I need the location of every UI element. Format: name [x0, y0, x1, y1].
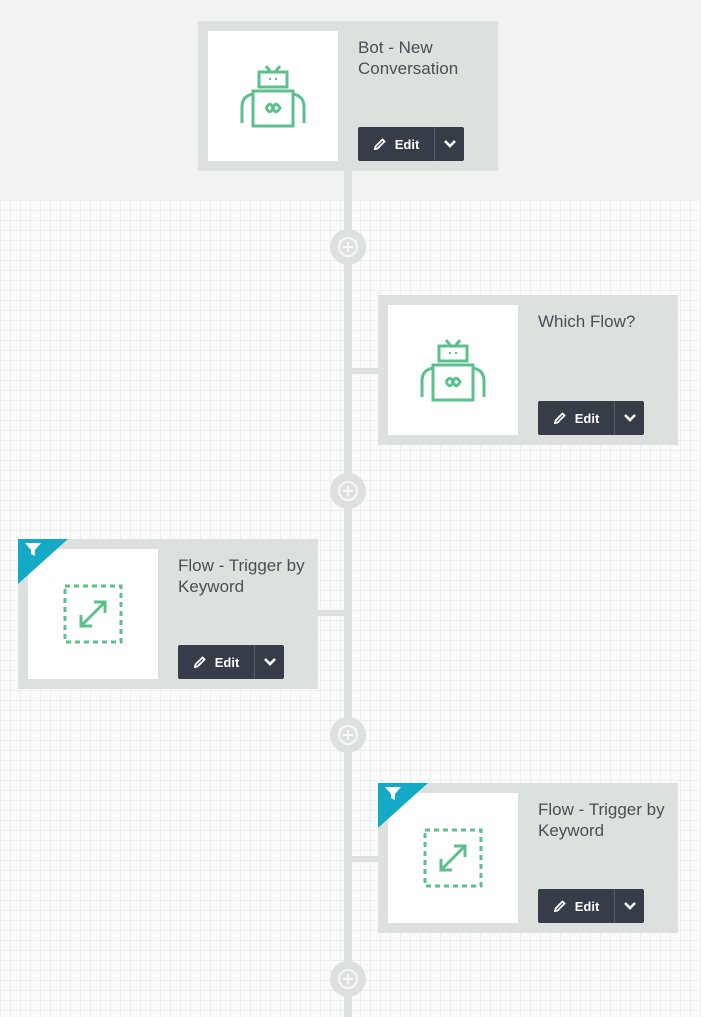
filter-icon	[385, 787, 401, 800]
edit-button[interactable]: Edit	[178, 645, 254, 679]
edit-button[interactable]: Edit	[358, 127, 434, 161]
edit-label: Edit	[214, 654, 240, 670]
edit-button[interactable]: Edit	[538, 889, 614, 923]
card-title: Flow - Trigger by Keyword	[538, 800, 665, 840]
more-options-button[interactable]	[614, 889, 644, 923]
more-options-button[interactable]	[254, 645, 284, 679]
edit-label: Edit	[574, 898, 600, 914]
card-title: Bot - New Conversation	[358, 38, 459, 78]
pencil-icon	[553, 900, 566, 913]
robot-icon	[240, 65, 306, 128]
plus-icon	[338, 237, 358, 257]
pencil-icon	[193, 656, 206, 669]
filter-badge	[18, 539, 68, 584]
add-step-button[interactable]	[330, 473, 366, 509]
chevron-down-icon	[443, 140, 456, 148]
edit-button-group: Edit	[538, 401, 644, 435]
filter-icon	[25, 543, 41, 556]
edit-button-group: Edit	[178, 645, 284, 679]
edit-button[interactable]: Edit	[538, 401, 614, 435]
branch-connector	[352, 856, 378, 862]
chevron-down-icon	[623, 414, 636, 422]
card-title: Flow - Trigger by Keyword	[178, 556, 305, 596]
card-thumbnail	[208, 31, 338, 161]
robot-icon	[420, 339, 486, 402]
chevron-down-icon	[623, 902, 636, 910]
flow-trigger-icon	[423, 828, 483, 888]
more-options-button[interactable]	[434, 127, 464, 161]
flow-card: Which Flow? Edit	[378, 295, 678, 445]
edit-label: Edit	[574, 410, 600, 426]
plus-icon	[338, 481, 358, 501]
edit-label: Edit	[394, 136, 420, 152]
edit-button-group: Edit	[358, 127, 464, 161]
flow-card: Flow - Trigger by Keyword Edit	[378, 783, 678, 933]
branch-connector	[352, 368, 378, 374]
plus-icon	[338, 725, 358, 745]
pencil-icon	[553, 412, 566, 425]
plus-icon	[338, 969, 358, 989]
add-step-button[interactable]	[330, 961, 366, 997]
add-step-button[interactable]	[330, 229, 366, 265]
branch-connector	[318, 610, 344, 616]
more-options-button[interactable]	[614, 401, 644, 435]
flow-card: Flow - Trigger by Keyword Edit	[18, 539, 318, 689]
flow-trigger-icon	[63, 584, 123, 644]
chevron-down-icon	[263, 658, 276, 666]
card-thumbnail	[388, 305, 518, 435]
flow-card: Bot - New Conversation Edit	[198, 21, 498, 171]
filter-badge	[378, 783, 428, 828]
pencil-icon	[373, 138, 386, 151]
flow-connector-line	[344, 170, 352, 1017]
edit-button-group: Edit	[538, 889, 644, 923]
add-step-button[interactable]	[330, 717, 366, 753]
card-title: Which Flow?	[538, 312, 636, 331]
